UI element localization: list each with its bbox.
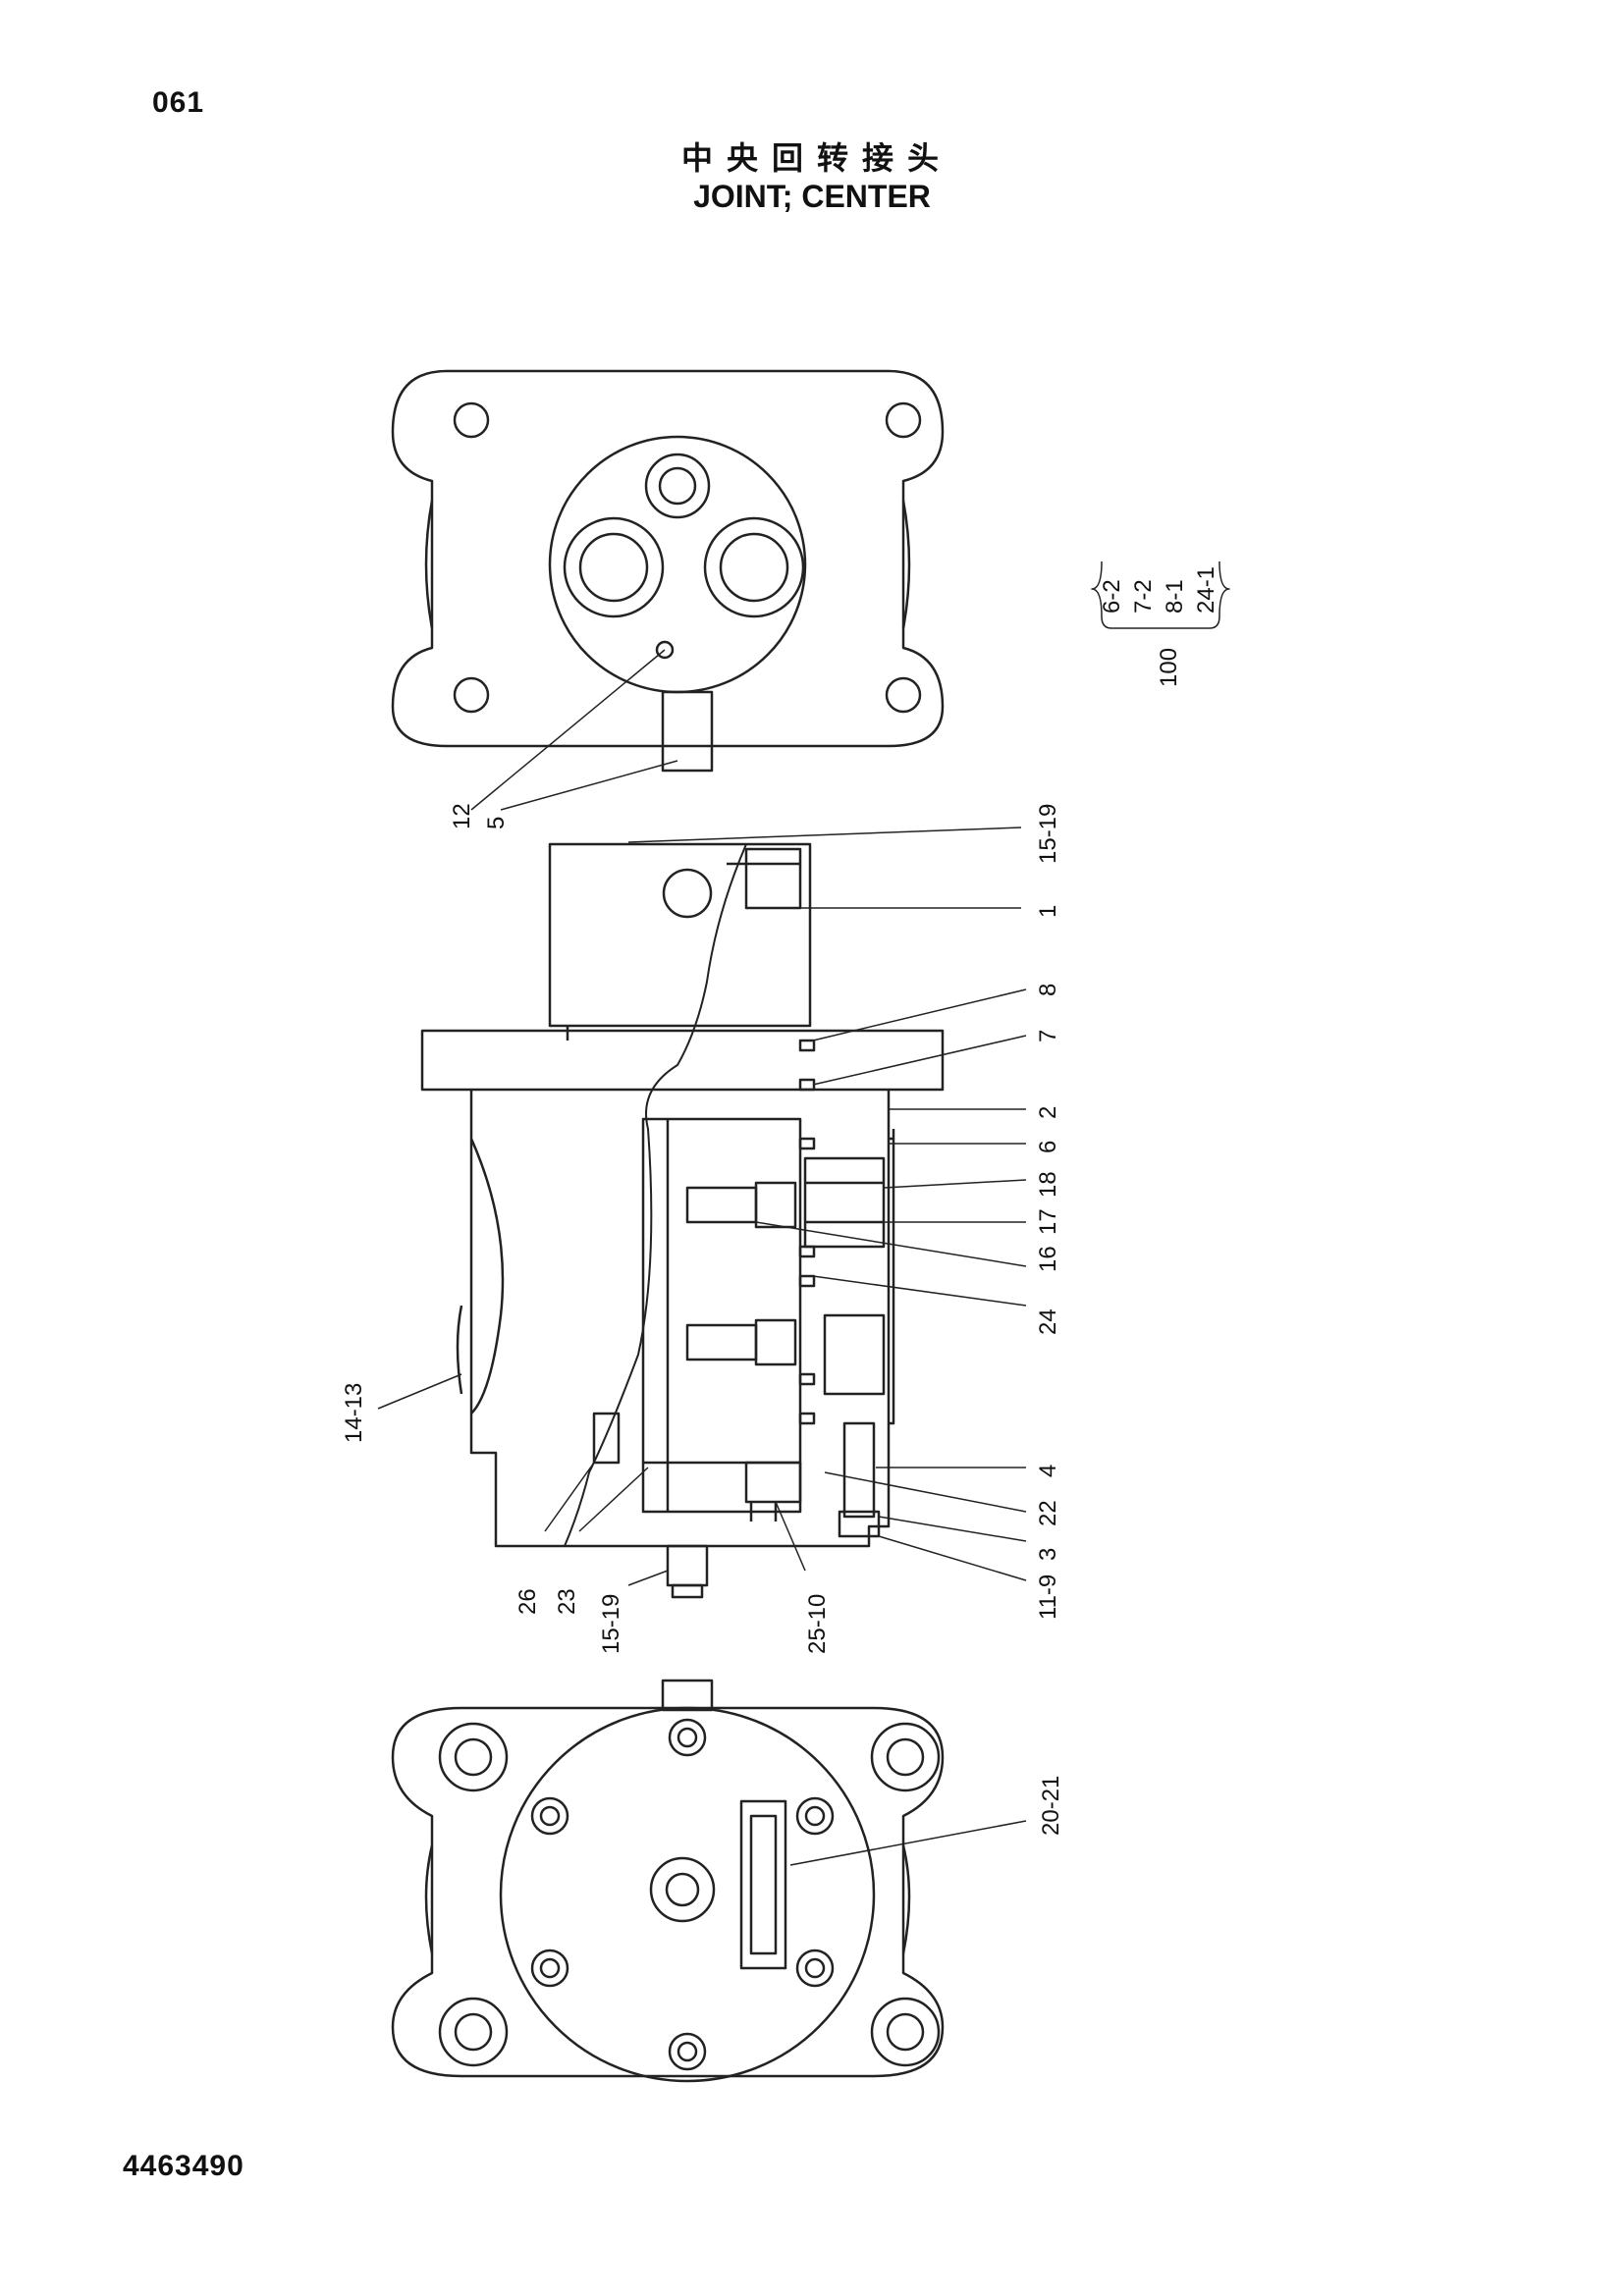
callout-26: 26 [514, 1588, 541, 1615]
callout-20-21: 20-21 [1038, 1776, 1064, 1836]
callout-17: 17 [1035, 1208, 1061, 1235]
callout-3: 3 [1035, 1548, 1061, 1561]
callout-5: 5 [483, 817, 510, 829]
callout-12: 12 [449, 803, 475, 829]
callout-16: 16 [1035, 1246, 1061, 1272]
kit-item-6-2: 6-2 [1099, 579, 1125, 614]
callout-8: 8 [1035, 984, 1061, 996]
kit-item-24-1: 24-1 [1193, 566, 1219, 614]
callout-1: 1 [1035, 905, 1061, 918]
top-view [391, 369, 945, 773]
kit-label-100: 100 [1156, 648, 1182, 687]
callout-14-13: 14-13 [341, 1383, 367, 1443]
title-chinese: 中央回转接头 [680, 140, 952, 176]
bottom-view [391, 1679, 945, 2083]
page-number: 061 [152, 86, 205, 119]
title-english: JOINT; CENTER [693, 179, 931, 214]
callout-24: 24 [1035, 1308, 1061, 1335]
callout-15-19-bottom: 15-19 [598, 1594, 624, 1654]
kit-item-7-2: 7-2 [1130, 579, 1157, 614]
callout-4: 4 [1035, 1465, 1061, 1477]
side-section-view [420, 842, 945, 1599]
callout-11-9: 11-9 [1035, 1575, 1061, 1620]
document-number: 4463490 [123, 2150, 244, 2182]
kit-brace [1091, 561, 1230, 629]
callout-labels: 12 5 15-19 1 8 7 2 6 18 17 16 24 4 22 3 … [341, 566, 1219, 1836]
kit-item-8-1: 8-1 [1162, 579, 1188, 614]
callout-25-10: 25-10 [804, 1594, 831, 1654]
leader-lines [377, 649, 1027, 1866]
callout-18: 18 [1035, 1171, 1061, 1198]
callout-22: 22 [1035, 1500, 1061, 1526]
callout-6: 6 [1035, 1141, 1061, 1153]
callout-7: 7 [1035, 1030, 1061, 1042]
callout-15-19-top: 15-19 [1035, 804, 1061, 864]
callout-2: 2 [1035, 1106, 1061, 1119]
callout-23: 23 [554, 1588, 580, 1615]
